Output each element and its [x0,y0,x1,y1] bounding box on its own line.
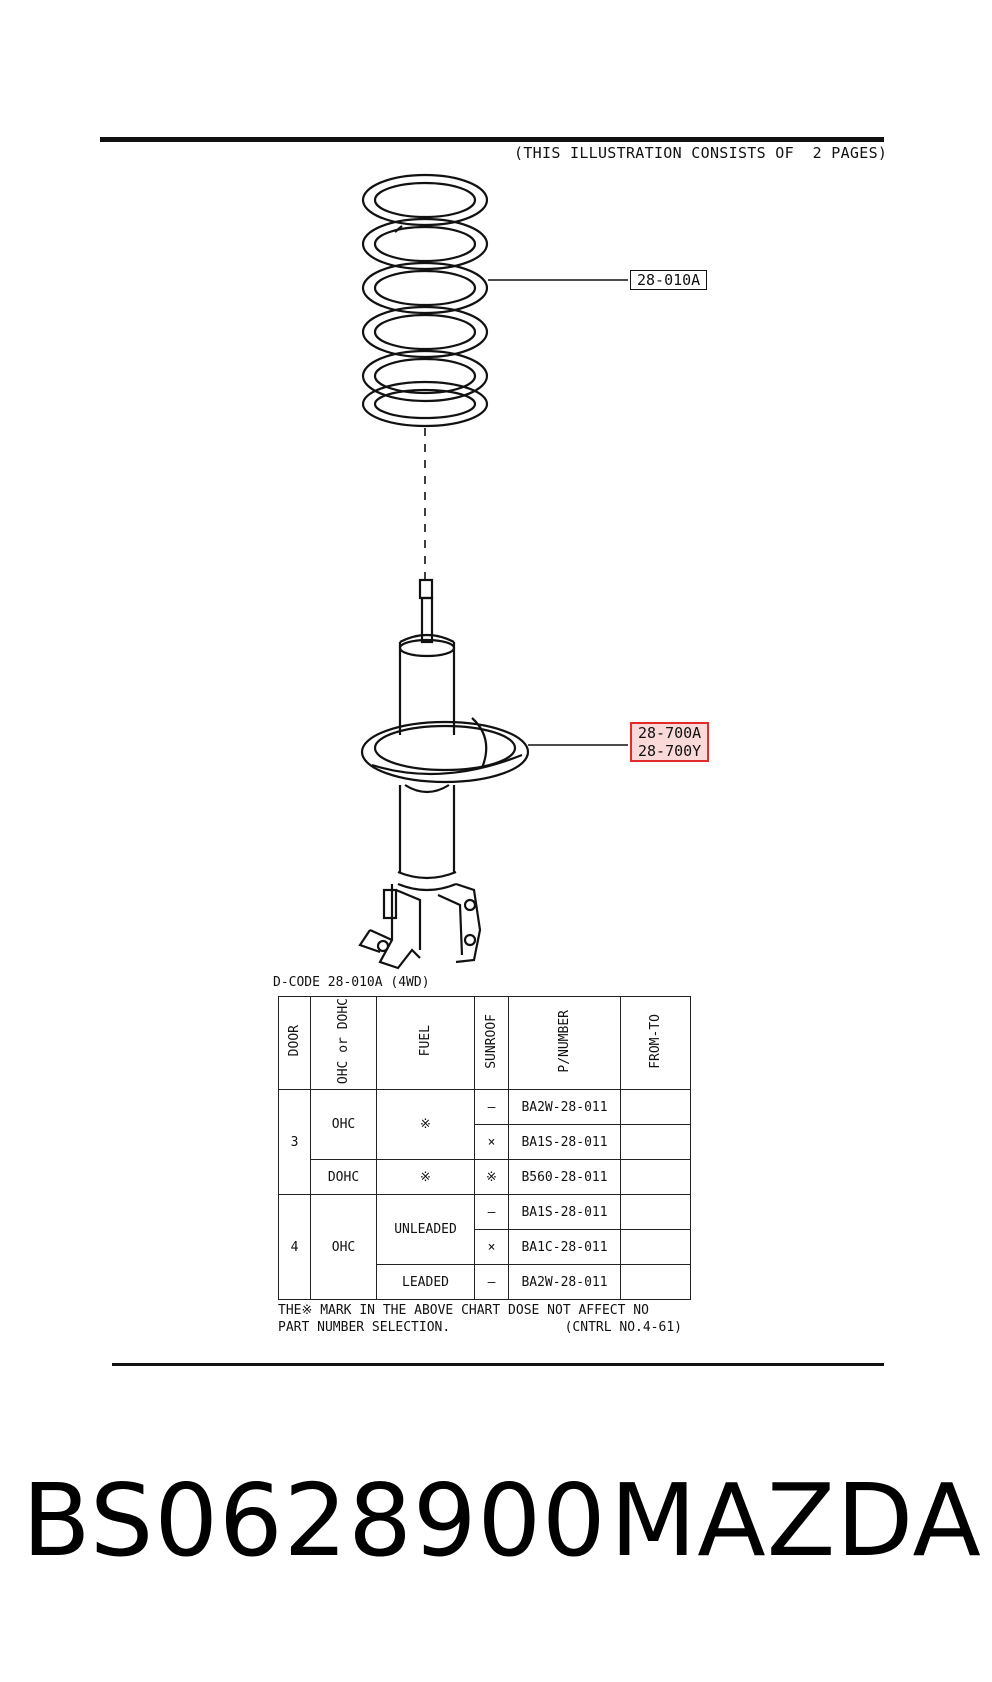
footnote-line-1: THE※ MARK IN THE ABOVE CHART DOSE NOT AF… [278,1303,649,1318]
cell-part-number: B560-28-011 [508,1159,621,1195]
table-row: DOHC ※ ※ B560-28-011 [279,1159,691,1195]
table-header-row: DOOR OHC or DOHC FUEL SUNROOF P/NUMBER F… [278,996,691,1090]
cell-sunroof: – [474,1264,509,1300]
cell-part-number: BA1S-28-011 [508,1124,621,1160]
cell-sunroof: – [474,1089,509,1125]
cell-sunroof: × [474,1124,509,1160]
cell-door: 4 [278,1194,311,1300]
cell-sunroof: ※ [474,1159,509,1195]
table-row: LEADED – BA2W-28-011 [279,1264,691,1300]
part-selection-table: DOOR OHC or DOHC FUEL SUNROOF P/NUMBER F… [278,996,691,1300]
bottom-rule [112,1363,884,1366]
header-door: DOOR [278,996,311,1090]
header-fuel: FUEL [376,996,475,1090]
cell-part-number: BA1S-28-011 [508,1194,621,1230]
cell-fuel: UNLEADED [376,1194,475,1265]
illustration-page-note: (THIS ILLUSTRATION CONSISTS OF 2 PAGES) [514,144,888,162]
header-sunroof: SUNROOF [474,996,509,1090]
control-number: (CNTRL NO.4-61) [564,1320,682,1335]
callout-strut-code-b: 28-700Y [638,742,702,760]
cell-sunroof: – [474,1194,509,1230]
cell-engine: DOHC [310,1159,377,1195]
cell-fuel: ※ [376,1089,475,1160]
table-caption: D-CODE 28-010A (4WD) [273,975,430,990]
table-row: 4 OHC UNLEADED – BA1S-28-011 [278,1194,691,1300]
cell-part-number: BA2W-28-011 [508,1089,621,1125]
cell-from-to [620,1159,691,1195]
cell-engine: OHC [310,1194,377,1300]
cell-fuel: ※ [376,1159,475,1195]
cell-sunroof: × [474,1229,509,1265]
top-rule [100,137,884,142]
cell-from-to [620,1124,691,1160]
header-ohc-dohc: OHC or DOHC [310,996,377,1090]
cell-door: 3 [278,1089,311,1195]
cell-part-number: BA1C-28-011 [508,1229,621,1265]
footnote-line-2: PART NUMBER SELECTION. [278,1320,451,1335]
coil-spring-illustration [361,173,489,428]
cell-from-to [620,1089,691,1125]
strut-illustration [358,578,530,970]
cell-part-number: BA2W-28-011 [508,1264,621,1300]
product-brand: MAZDA [610,1462,982,1579]
cell-engine: OHC [310,1089,377,1160]
table-footnote: THE※ MARK IN THE ABOVE CHART DOSE NOT AF… [278,1302,688,1336]
callout-strut-label[interactable]: 28-700A 28-700Y [630,722,710,762]
cell-from-to [620,1229,691,1265]
callout-spring-code: 28-010A [637,271,701,289]
cell-from-to [620,1264,691,1300]
header-part-number: P/NUMBER [508,996,621,1090]
cell-from-to [620,1194,691,1230]
callout-strut-code-a: 28-700A [638,724,702,742]
table-row: 3 OHC ※ – BA2W-28-011 [278,1089,691,1195]
callout-spring-label: 28-010A [630,270,708,290]
product-part-number: BS0628900 [22,1462,607,1579]
cell-fuel: LEADED [376,1264,475,1300]
header-from-to: FROM-TO [620,996,691,1090]
